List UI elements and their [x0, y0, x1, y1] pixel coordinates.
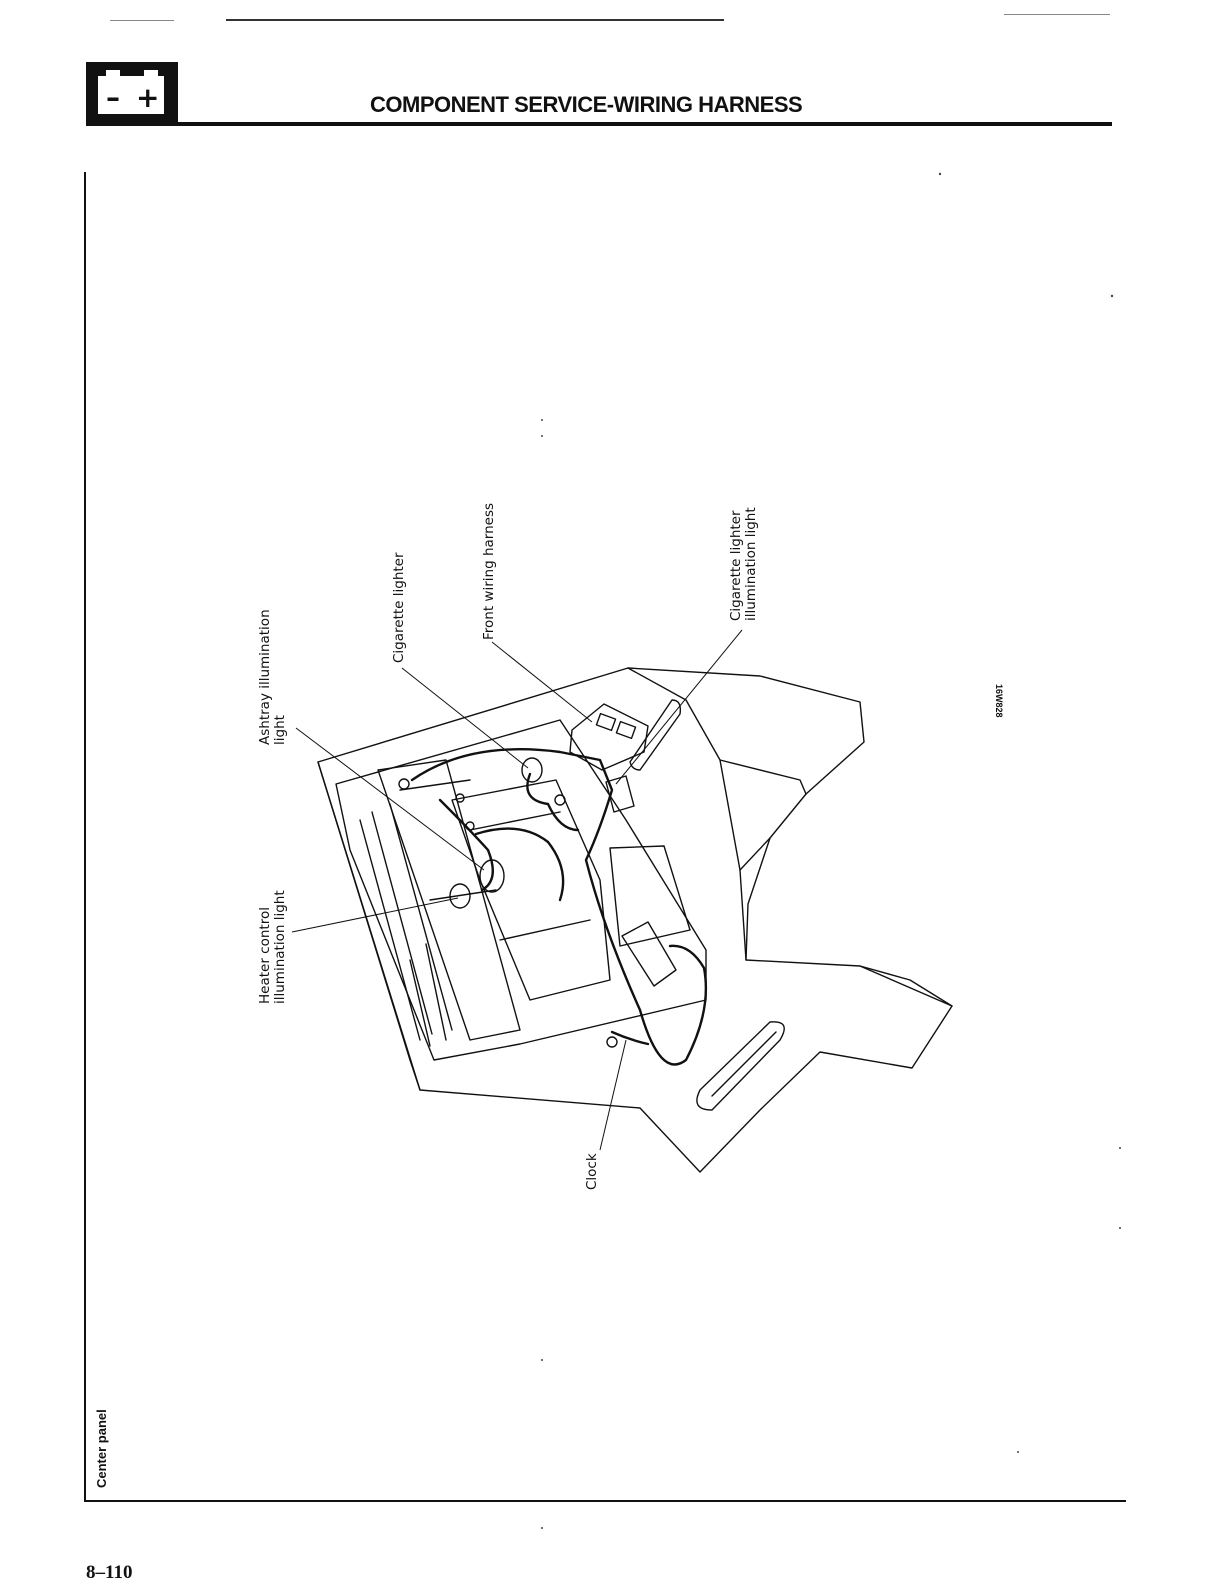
leader-cigarette-lighter [402, 668, 528, 768]
upper-slot [630, 700, 680, 770]
console-housing-outline [318, 668, 952, 1172]
console-housing-face [318, 762, 420, 1090]
clock-connector [622, 922, 676, 986]
label-cigarette-lighter-illumination: Cigarette lighter illumination light [729, 507, 759, 621]
label-ashtray-illumination: Ashtray illumination light [258, 609, 288, 745]
panel-opening [336, 720, 706, 1060]
figure-code: 16W828 [994, 684, 1004, 718]
leader-clock [600, 1040, 626, 1150]
leader-heater [292, 898, 458, 932]
cigarette-lighter-socket [522, 758, 542, 782]
console-top-ridge [628, 668, 746, 960]
label-heater-control-illumination: Heater control illumination light [258, 890, 288, 1004]
label-front-wiring-harness: Front wiring harness [482, 503, 497, 640]
lower-slot [697, 1022, 784, 1110]
clock-bulb [607, 1037, 617, 1047]
label-clock: Clock [585, 1153, 600, 1190]
center-module [452, 780, 610, 1000]
lower-pocket [610, 846, 690, 946]
label-cigarette-lighter: Cigarette lighter [392, 552, 407, 663]
leader-front-harness [492, 642, 592, 722]
